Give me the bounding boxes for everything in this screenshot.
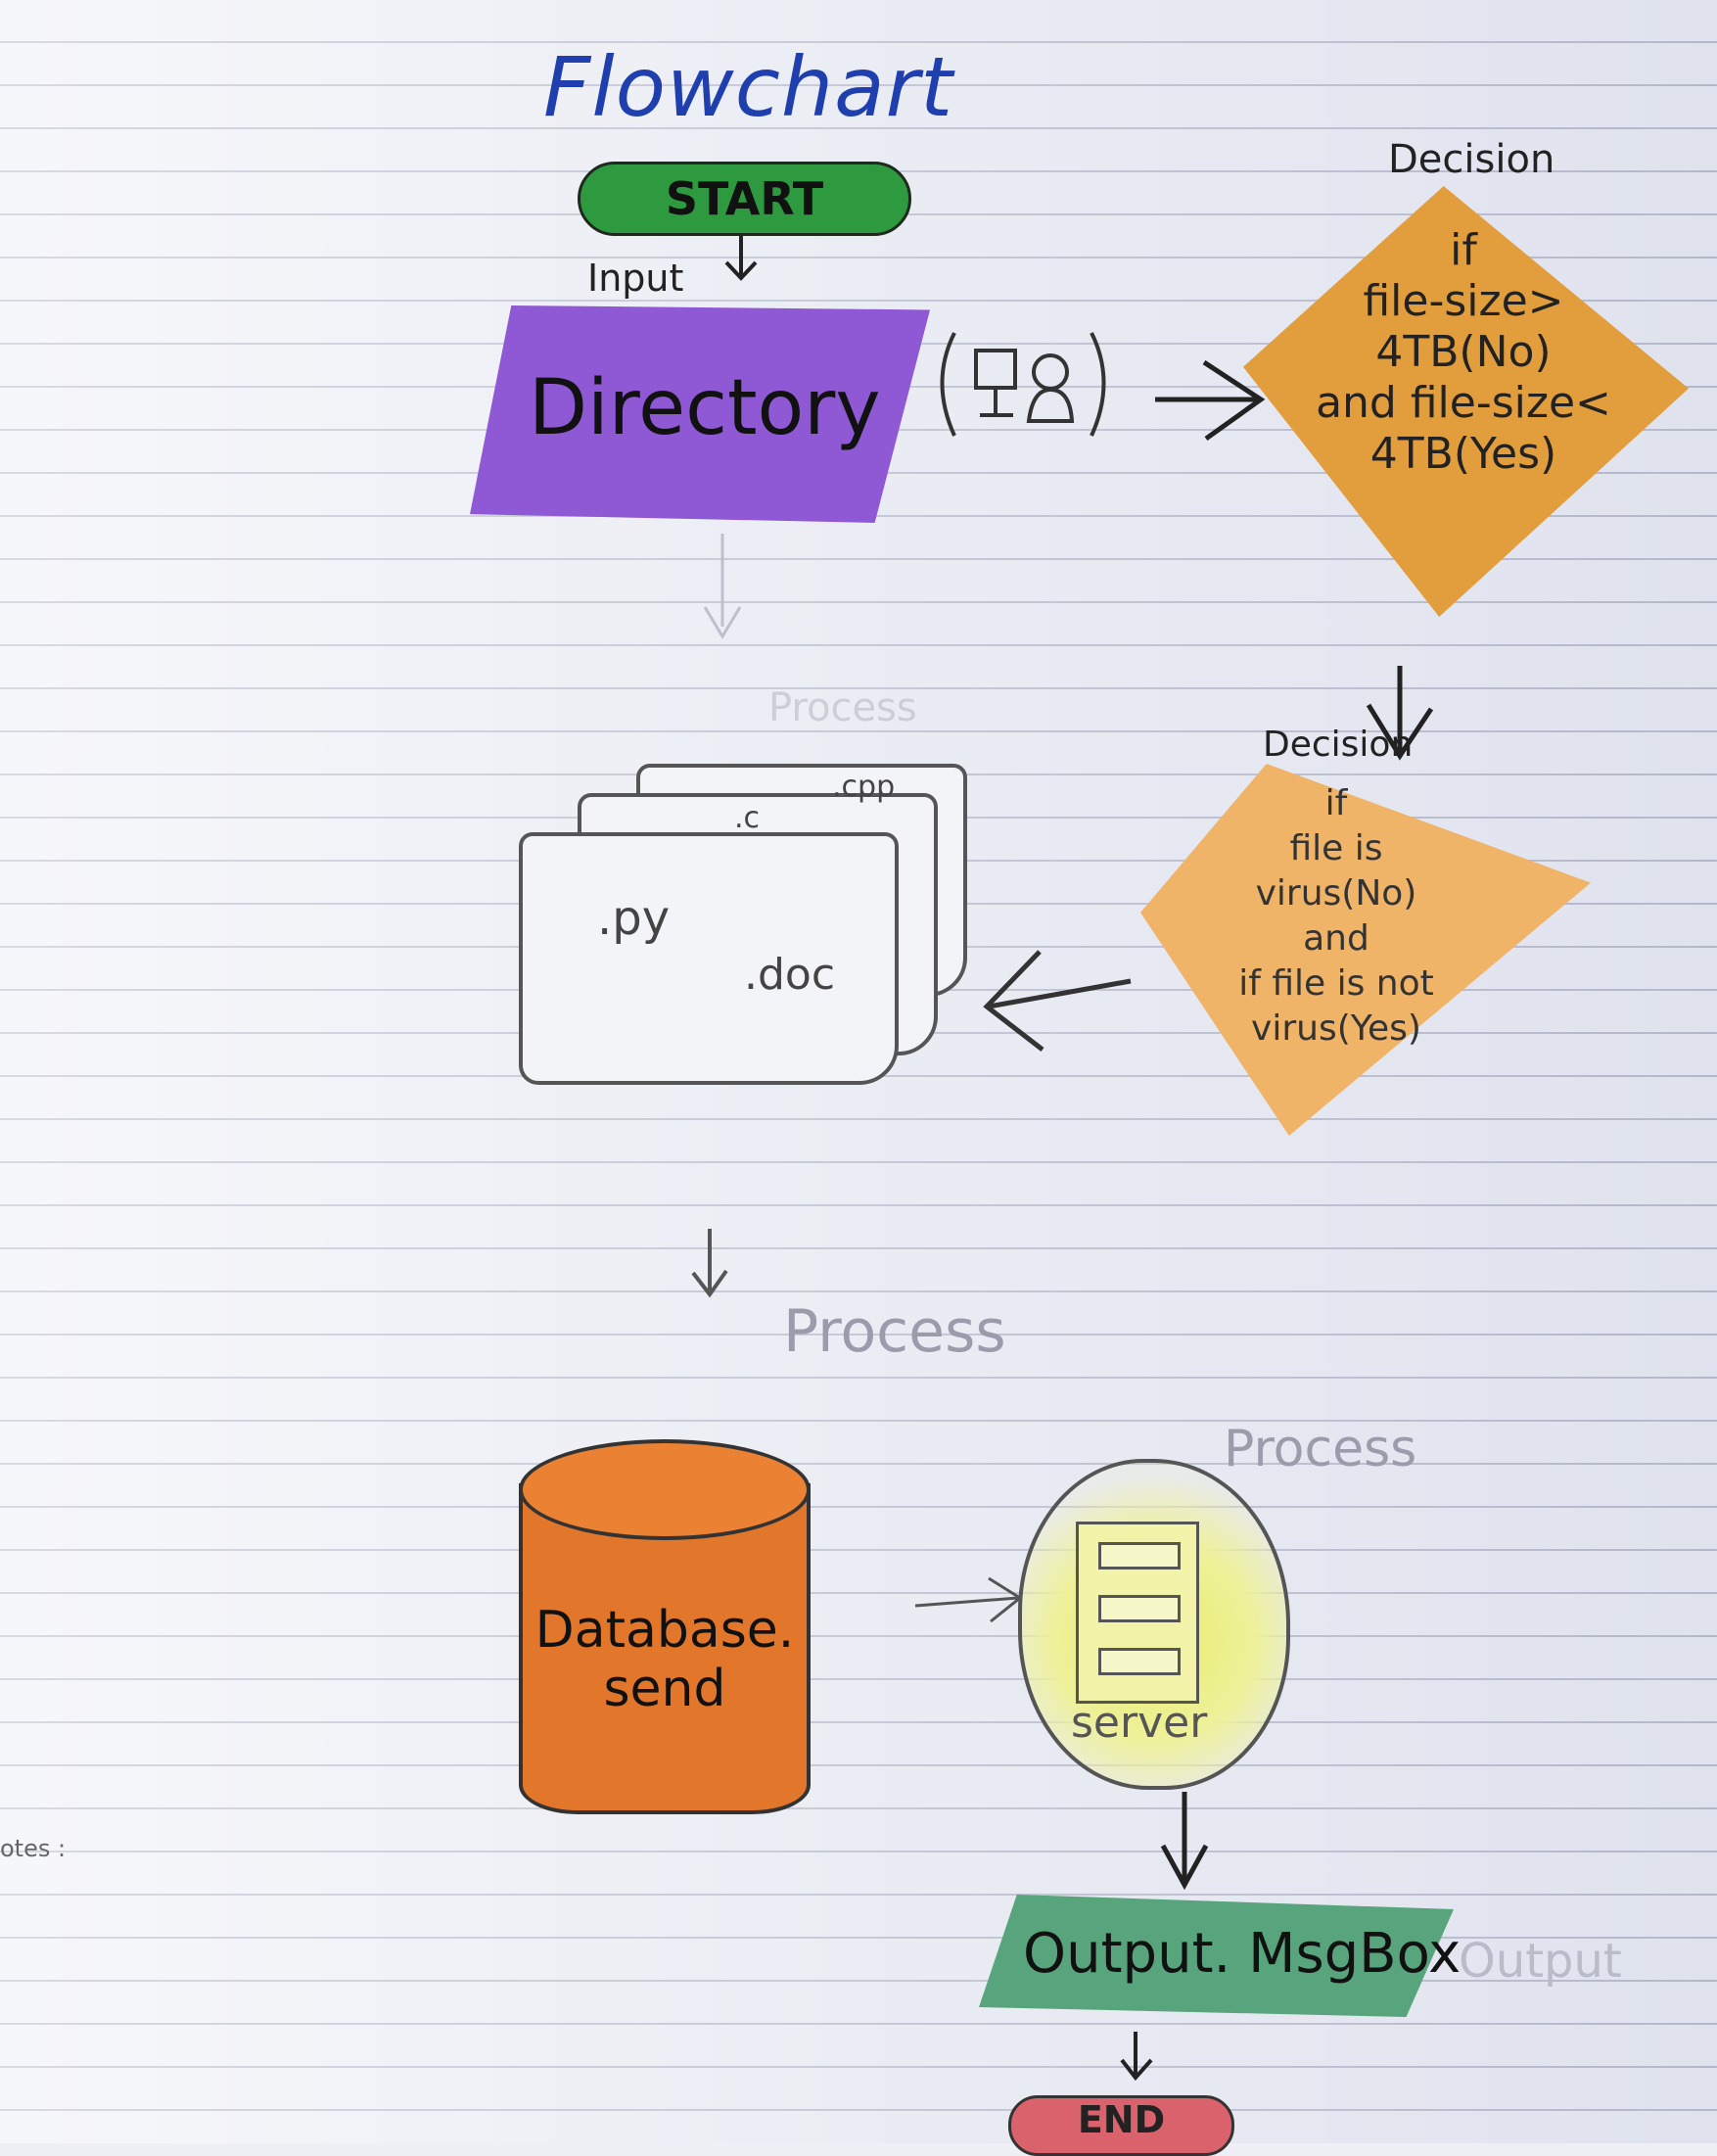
decision2-diamond: if file is virus(No) and if file is not … xyxy=(1140,764,1591,1136)
server-shape: server xyxy=(1018,1459,1290,1790)
arrow-decision1-to-decision2 xyxy=(1366,666,1434,761)
database-cylinder: Database. send xyxy=(519,1439,812,1821)
directory-label: Directory xyxy=(529,364,881,452)
decision1-line: file-size> xyxy=(1363,276,1564,326)
doc-label-cpp: .cpp xyxy=(832,770,896,804)
decision1-heading: Decision xyxy=(1388,137,1555,182)
database-text: Database. send xyxy=(519,1601,811,1718)
arrow-start-to-directory xyxy=(724,235,758,281)
documents-faint-label: Process xyxy=(768,685,917,730)
server-rack-icon xyxy=(1076,1522,1199,1704)
decision2-line: virus(No) xyxy=(1255,873,1417,914)
decision2-text: if file is virus(No) and if file is not … xyxy=(1209,781,1463,1052)
server-slot xyxy=(1098,1648,1181,1675)
server-slot xyxy=(1098,1595,1181,1622)
decision2-line: virus(Yes) xyxy=(1251,1008,1421,1049)
decision1-line: and file-size< xyxy=(1316,378,1611,428)
decision1-line: 4TB(Yes) xyxy=(1369,429,1557,479)
decision1-line: 4TB(No) xyxy=(1375,327,1552,377)
document-stack: .py .doc .c .cpp xyxy=(509,764,979,1087)
decision2-heading: Decision xyxy=(1263,725,1414,765)
server-heading: Process xyxy=(1224,1420,1417,1478)
process-label: Process xyxy=(783,1297,1006,1366)
directory-input-shape: Directory xyxy=(470,305,930,523)
directory-parallelogram xyxy=(470,305,930,523)
arrow-decision2-to-documents xyxy=(983,950,1132,1052)
arrow-server-to-output xyxy=(1160,1792,1209,1891)
page-title: Flowchart xyxy=(543,39,954,135)
server-slot xyxy=(1098,1542,1181,1570)
database-top xyxy=(519,1439,811,1540)
decision2-line: if xyxy=(1324,783,1348,823)
arrow-documents-to-database xyxy=(691,1229,728,1298)
decision1-line: if xyxy=(1450,225,1477,275)
output-side-label: Output xyxy=(1459,1934,1622,1989)
computer-user-icon xyxy=(940,332,1106,437)
database-line: Database. xyxy=(534,1601,795,1660)
output-label: Output. MsgBox xyxy=(1023,1922,1462,1986)
decision1-text: if file-size> 4TB(No) and file-size< 4TB… xyxy=(1302,225,1625,480)
arrow-output-to-end xyxy=(1120,2032,1153,2082)
notes-fragment: otes : xyxy=(0,1835,67,1862)
decision2-line: if file is not xyxy=(1238,963,1434,1004)
decision2-line: and xyxy=(1303,918,1369,959)
output-shape: Output. MsgBox xyxy=(979,1895,1461,2017)
start-terminal: START xyxy=(578,162,911,236)
input-label: Input xyxy=(587,257,684,300)
doc-label-c: .c xyxy=(734,801,761,835)
doc-label-doc: .doc xyxy=(744,950,836,1000)
output-parallelogram xyxy=(979,1895,1454,2017)
server-label: server xyxy=(1071,1698,1208,1748)
decision2-line: file is xyxy=(1289,828,1383,868)
arrow-faint-directory-down xyxy=(703,534,742,639)
doc-label-py: .py xyxy=(597,891,671,946)
decision1-diamond: if file-size> 4TB(No) and file-size< 4TB… xyxy=(1243,186,1689,617)
arrow-database-to-server xyxy=(914,1576,1023,1623)
end-terminal: END xyxy=(1008,2095,1234,2156)
arrow-directory-to-decision1 xyxy=(1155,359,1266,442)
document-sheet-front xyxy=(519,832,899,1085)
database-line: send xyxy=(603,1660,726,1718)
